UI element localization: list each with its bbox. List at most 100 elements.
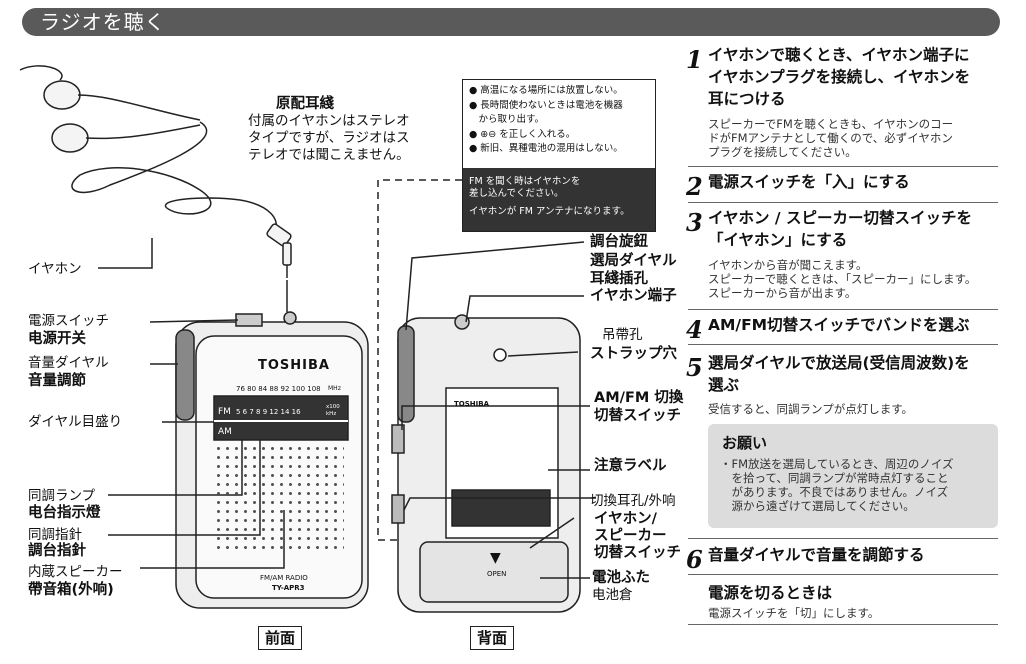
step-4-heading: AM/FM切替スイッチでバンドを選ぶ bbox=[708, 316, 970, 334]
earphone-label: イヤホン bbox=[28, 261, 82, 277]
note-title: お願い bbox=[722, 434, 768, 452]
step-4-number: 4 bbox=[686, 315, 703, 344]
divider bbox=[688, 166, 998, 167]
dashed-connector bbox=[377, 179, 462, 541]
power-off-body: 電源スイッチを「切」にします。 bbox=[708, 606, 880, 620]
step-1-sub: プラグを接続してください。 bbox=[708, 145, 857, 159]
step-3-line: 「イヤホン」にする bbox=[708, 231, 848, 249]
step-1-number: 1 bbox=[686, 45, 703, 74]
band-switch-label-cn: AM/FM 切換 bbox=[594, 390, 684, 406]
speaker-label-jp: 内蔵スピーカー bbox=[28, 564, 123, 580]
earphone-note-1: 付属のイヤホンはステレオ bbox=[248, 113, 410, 129]
output-switch-label-jp-2: スピーカー bbox=[594, 528, 667, 544]
caution-box: ● 高温になる場所には放置しない。 ● 長時間使わないときは電池を機器 から取り… bbox=[462, 79, 656, 232]
tuning-knob-label-cn: 調台旋鈕 bbox=[590, 234, 648, 250]
am-unit: x100 kHz bbox=[326, 404, 340, 417]
earphone-drawing bbox=[19, 65, 292, 278]
am-label: AM bbox=[218, 427, 232, 437]
caution-note-box: お願い ・FM放送を選局しているとき、周辺のノイズ を拾って、同調ランプが常時点… bbox=[708, 424, 998, 528]
caution-item: ● 高温になる場所には放置しない。 bbox=[469, 85, 623, 96]
note-line: があります。不良ではありません。ノイズ bbox=[720, 485, 949, 499]
note-body: ・FM放送を選局しているとき、周辺のノイズ を拾って、同調ランプが常時点灯するこ… bbox=[720, 457, 990, 513]
fm-notice-line: イヤホンが FM アンテナになります。 bbox=[469, 206, 630, 217]
step-5-description: 受信すると、同調ランプが点灯します。 bbox=[708, 402, 914, 416]
step-3-line: イヤホン / スピーカー切替スイッチを bbox=[708, 209, 972, 227]
fm-notice-line: 差し込んでください。 bbox=[469, 188, 564, 199]
dial-scale-label: ダイヤル目盛り bbox=[28, 414, 123, 430]
volume-dial-label-jp: 音量ダイヤル bbox=[28, 355, 109, 371]
front-view-label: 前面 bbox=[258, 626, 303, 650]
tune-needle-label-jp: 同調指針 bbox=[28, 527, 82, 543]
note-line: 源から遠ざけて選局してください。 bbox=[720, 499, 915, 513]
fm-antenna-notice: FM を聞く時はイヤホンを 差し込んでください。 イヤホンが FM アンテナにな… bbox=[463, 168, 655, 231]
back-radio-drawing bbox=[391, 314, 581, 613]
battery-cover-label-cn: 电池倉 bbox=[592, 587, 633, 603]
caution-label: 注意ラベル bbox=[594, 458, 667, 474]
caution-item: から取り出す。 bbox=[469, 114, 545, 125]
step-3-heading: イヤホン / スピーカー切替スイッチを 「イヤホン」にする bbox=[708, 207, 972, 251]
fm-notice-line: FM を聞く時はイヤホンを bbox=[469, 176, 581, 187]
band-switch-label-jp: 切替スイッチ bbox=[594, 408, 681, 424]
step-3-description: イヤホンから音が聞こえます。 スピーカーで聴くときは、「スピーカー」にします。 … bbox=[708, 258, 976, 300]
step-5-heading: 選局ダイヤルで放送局(受信周波数)を 選ぶ bbox=[708, 352, 970, 396]
step-2-heading: 電源スイッチを「入」にする bbox=[708, 173, 910, 191]
step-1-line: イヤホンプラグを接続し、イヤホンを bbox=[708, 68, 971, 86]
power-switch-label-jp: 電源スイッチ bbox=[28, 313, 109, 329]
strap-hole-label-jp: ストラップ穴 bbox=[590, 346, 677, 362]
earphone-note-2: タイプですが、ラジオはス bbox=[248, 130, 410, 146]
divider bbox=[688, 574, 998, 575]
output-switch-label-jp-1: イヤホン/ bbox=[594, 511, 657, 527]
brand-logo-back: TOSHIBA bbox=[454, 400, 489, 408]
tune-lamp-label-cn: 电台指示燈 bbox=[28, 505, 101, 521]
divider bbox=[688, 309, 998, 310]
step-5-line: 選ぶ bbox=[708, 376, 740, 394]
step-1-line: 耳につける bbox=[708, 90, 786, 108]
tune-lamp-label-jp: 同調ランプ bbox=[28, 488, 96, 504]
divider bbox=[688, 624, 998, 625]
model-line: FM/AM RADIO bbox=[260, 574, 308, 582]
step-3-sub: スピーカーから音が出ます。 bbox=[708, 286, 857, 300]
caution-item: ● 新旧、異種電池の混用はしない。 bbox=[469, 143, 623, 154]
output-switch-label-cn: 切換耳孔/外响 bbox=[590, 493, 676, 509]
step-3-sub: イヤホンから音が聞こえます。 bbox=[708, 258, 868, 272]
divider bbox=[688, 202, 998, 203]
note-line: ・FM放送を選局しているとき、周辺のノイズ bbox=[720, 457, 954, 471]
step-6-number: 6 bbox=[686, 545, 703, 574]
strap-hole-label-cn: 吊帶孔 bbox=[602, 327, 643, 343]
caution-item: ● 長時間使わないときは電池を機器 bbox=[469, 99, 623, 111]
am-scale: 5 6 7 8 9 12 14 16 bbox=[236, 408, 301, 416]
jack-label-jp: イヤホン端子 bbox=[590, 288, 677, 304]
fm-scale: 76 80 84 88 92 100 108 bbox=[236, 385, 321, 393]
step-1-description: スピーカーでFMを聴くときも、イヤホンのコー ドがFMアンテナとして働くので、必… bbox=[708, 117, 953, 159]
caution-item: ● ⊕⊖ を正しく入れる。 bbox=[469, 128, 576, 140]
note-line: を拾って、同調ランプが常時点灯すること bbox=[720, 471, 949, 485]
section-header-bar bbox=[22, 8, 1000, 36]
fm-unit: MHz bbox=[328, 385, 341, 392]
divider bbox=[688, 538, 998, 539]
model-name: TY-APR3 bbox=[272, 584, 305, 592]
caution-list: ● 高温になる場所には放置しない。 ● 長時間使わないときは電池を機器 から取り… bbox=[463, 80, 655, 163]
power-switch-label-cn: 电源开关 bbox=[28, 331, 86, 347]
step-1-line: イヤホンで聴くとき、イヤホン端子に bbox=[708, 46, 970, 64]
open-arrow-icon: ▼ bbox=[490, 550, 501, 566]
divider bbox=[688, 344, 998, 345]
tuning-dial-label-jp: 選局ダイヤル bbox=[590, 253, 677, 269]
speaker-label-cn: 帶音箱(外响) bbox=[28, 582, 114, 598]
battery-open-label: OPEN bbox=[487, 570, 507, 578]
step-5-number: 5 bbox=[686, 353, 703, 382]
step-3-number: 3 bbox=[686, 208, 703, 237]
volume-dial-label-cn: 音量調節 bbox=[28, 373, 86, 389]
step-3-sub: スピーカーで聴くときは、「スピーカー」にします。 bbox=[708, 272, 977, 286]
jack-label-cn: 耳綫插孔 bbox=[590, 271, 648, 287]
speaker-grille bbox=[214, 444, 344, 554]
back-view-label: 背面 bbox=[470, 626, 515, 650]
tune-needle-label-cn: 調台指針 bbox=[28, 543, 86, 559]
section-title: ラジオを聴く bbox=[40, 10, 166, 34]
power-off-title: 電源を切るときは bbox=[708, 584, 833, 602]
step-2-number: 2 bbox=[686, 172, 703, 201]
battery-cover-label-jp: 電池ふた bbox=[592, 570, 650, 586]
earphone-note-3: テレオでは聞こえません。 bbox=[248, 147, 410, 163]
step-5-line: 選局ダイヤルで放送局(受信周波数)を bbox=[708, 354, 970, 372]
earphone-title: 原配耳綫 bbox=[276, 96, 334, 112]
fm-label: FM bbox=[218, 407, 231, 417]
